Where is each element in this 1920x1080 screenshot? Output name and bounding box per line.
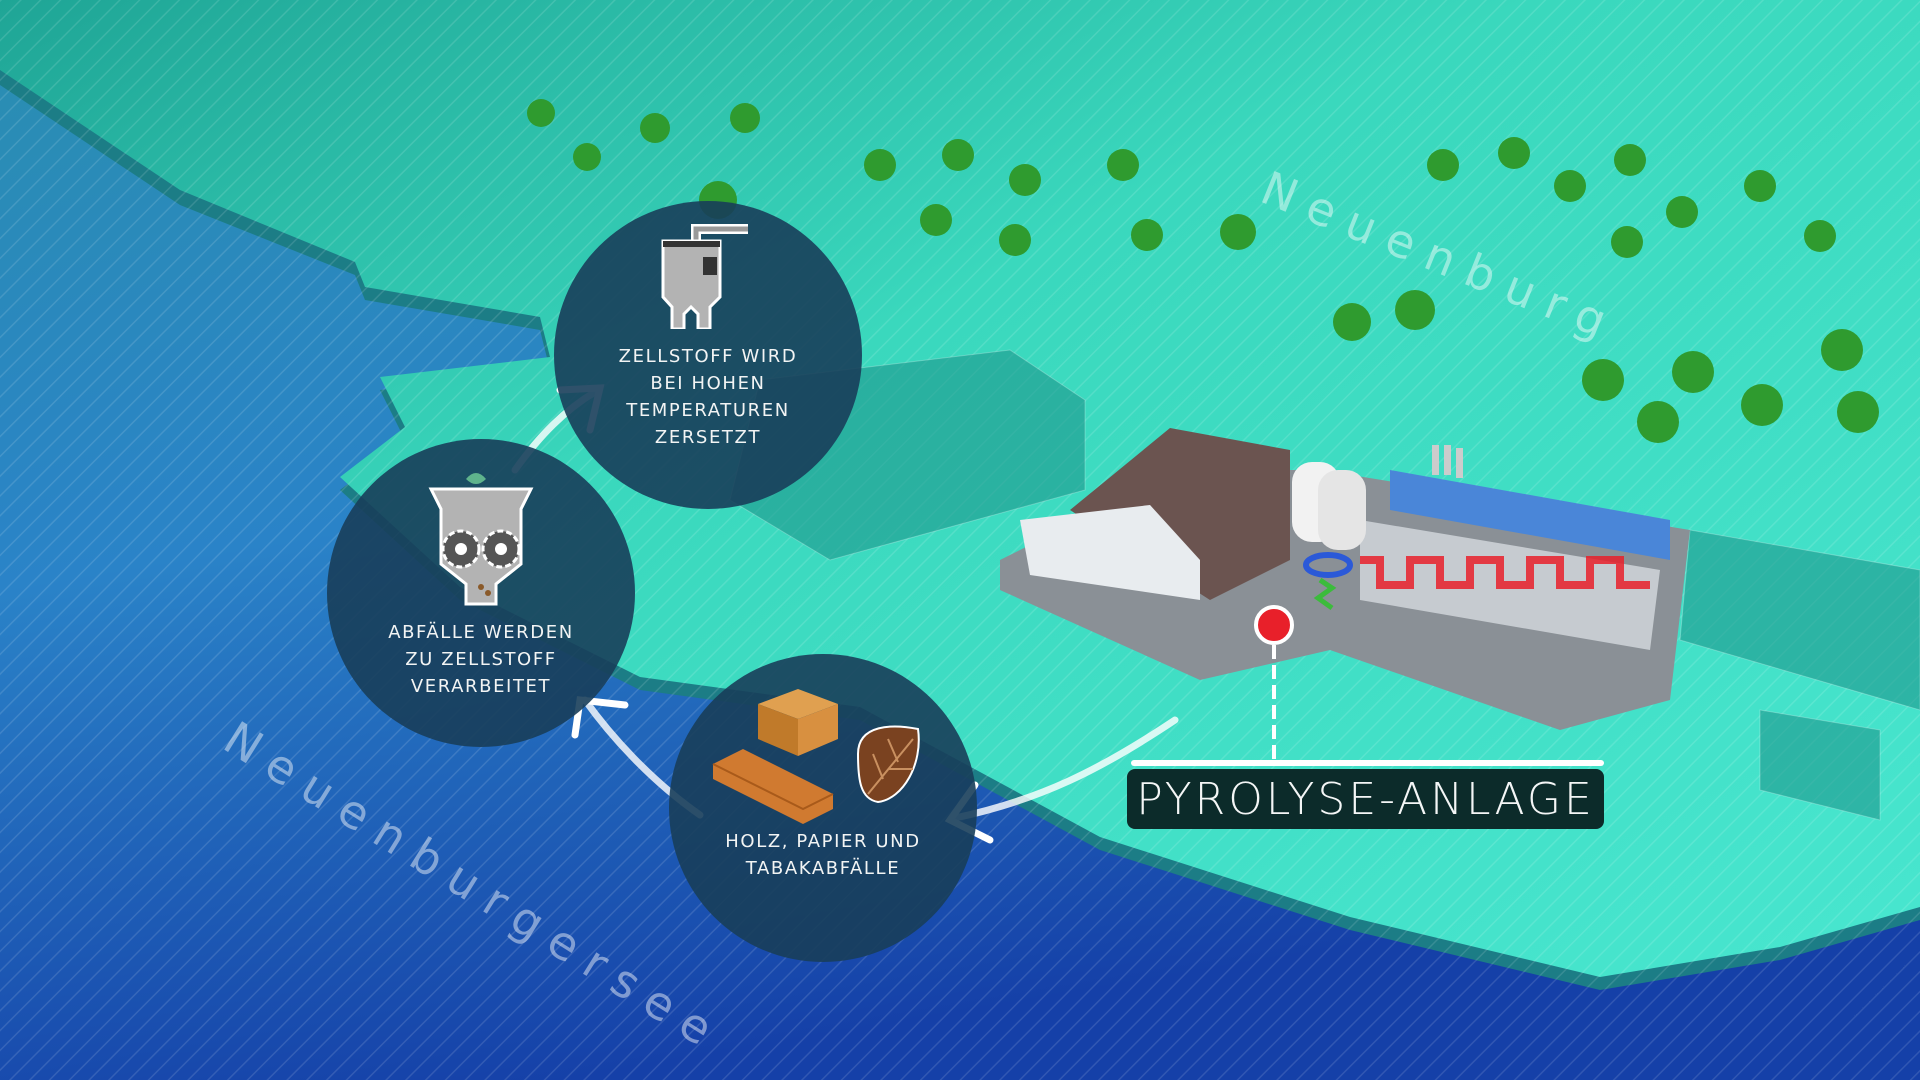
step-text-line: BEI HOHEN	[650, 373, 766, 394]
shredder-gears-icon	[428, 473, 534, 606]
step-text-line: ZELLSTOFF WIRD	[618, 346, 798, 367]
step-pyrolysis: ZELLSTOFF WIRD BEI HOHEN TEMPERATUREN ZE…	[554, 201, 862, 509]
step-text-line: ABFÄLLE WERDEN	[388, 622, 574, 643]
step-text-line: ZERSETZT	[654, 427, 762, 448]
plant-label-divider	[1131, 760, 1604, 766]
step-waste-input: HOLZ, PAPIER UND TABAKABFÄLLE	[669, 654, 977, 962]
wood-box-leaf-icon	[712, 689, 920, 824]
heat-pipe	[1360, 556, 1650, 589]
step-text-line: VERARBEITET	[410, 676, 552, 697]
step-processing: ABFÄLLE WERDEN ZU ZELLSTOFF VERARBEITET	[327, 439, 635, 747]
plant-label: PYROLYSE-ANLAGE	[1127, 769, 1604, 829]
step-text-line: HOLZ, PAPIER UND	[725, 831, 921, 852]
pyrolysis-reactor-icon	[661, 224, 748, 329]
trees	[527, 99, 1879, 443]
step-text-line: ZU ZELLSTOFF	[405, 649, 557, 670]
step-text-line: TEMPERATUREN	[626, 400, 790, 421]
pyrolysis-plant	[1000, 428, 1690, 760]
step-text-line: TABAKABFÄLLE	[745, 858, 901, 879]
